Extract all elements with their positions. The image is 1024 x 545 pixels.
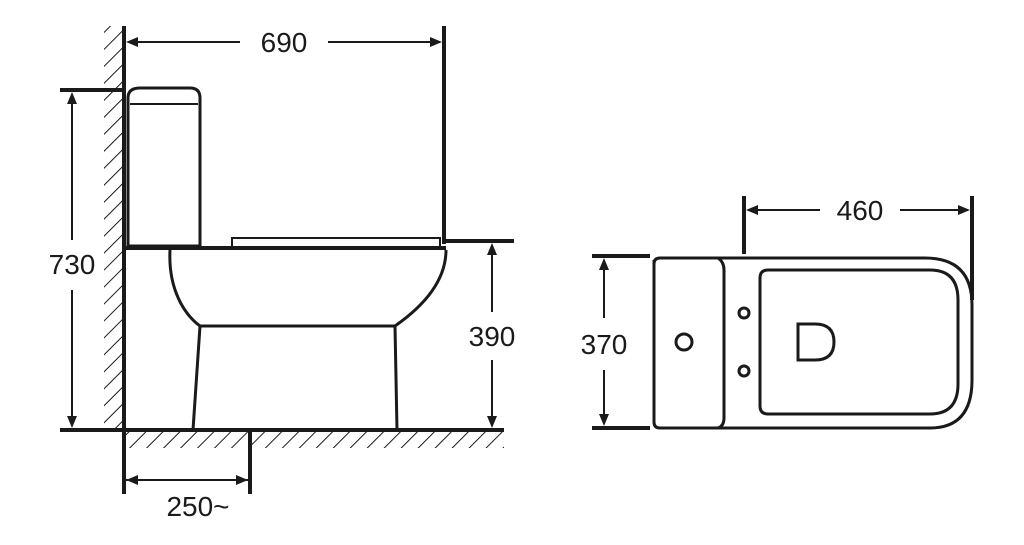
pedestal-outline bbox=[191, 325, 399, 431]
dim-250-label: 250~ bbox=[166, 491, 229, 522]
tank-divider bbox=[717, 256, 726, 430]
seat-lid bbox=[231, 237, 441, 246]
dim-370-arrow-bottom bbox=[599, 414, 609, 426]
dim-730-arrow-top bbox=[67, 92, 77, 104]
floor-hatch bbox=[124, 430, 504, 448]
dim-390-label: 390 bbox=[469, 321, 516, 352]
dim-730-label: 730 bbox=[49, 249, 96, 280]
tank-outline bbox=[126, 86, 202, 248]
seat-inner-outline bbox=[758, 268, 960, 416]
flush-button-icon bbox=[674, 332, 694, 352]
dim-730-arrow-bottom bbox=[67, 416, 77, 428]
drain-outline-icon bbox=[796, 322, 836, 362]
wall-hatch bbox=[104, 26, 124, 430]
dim-460-label: 460 bbox=[837, 195, 884, 226]
bowl-outline bbox=[168, 249, 448, 328]
dim-690-arrow-right bbox=[430, 37, 442, 47]
hinge-hole-top-icon bbox=[737, 306, 751, 320]
dim-250-arrow-left bbox=[126, 475, 138, 485]
dim-370-label: 370 bbox=[581, 329, 628, 360]
dim-250-arrow-right bbox=[236, 475, 248, 485]
dim-390-arrow-top bbox=[487, 243, 497, 255]
top-outline bbox=[652, 256, 974, 430]
dim-370-arrow-top bbox=[599, 258, 609, 270]
dim-460-arrow-right bbox=[958, 205, 970, 215]
dim-390-arrow-bottom bbox=[487, 416, 497, 428]
hinge-hole-bottom-icon bbox=[737, 364, 751, 378]
dim-460-arrow-left bbox=[746, 205, 758, 215]
side-view: 690 730 390 250~ bbox=[49, 26, 516, 522]
dim-690-label: 690 bbox=[261, 27, 308, 58]
top-view: 460 370 bbox=[581, 195, 974, 430]
dim-690-arrow-left bbox=[126, 37, 138, 47]
